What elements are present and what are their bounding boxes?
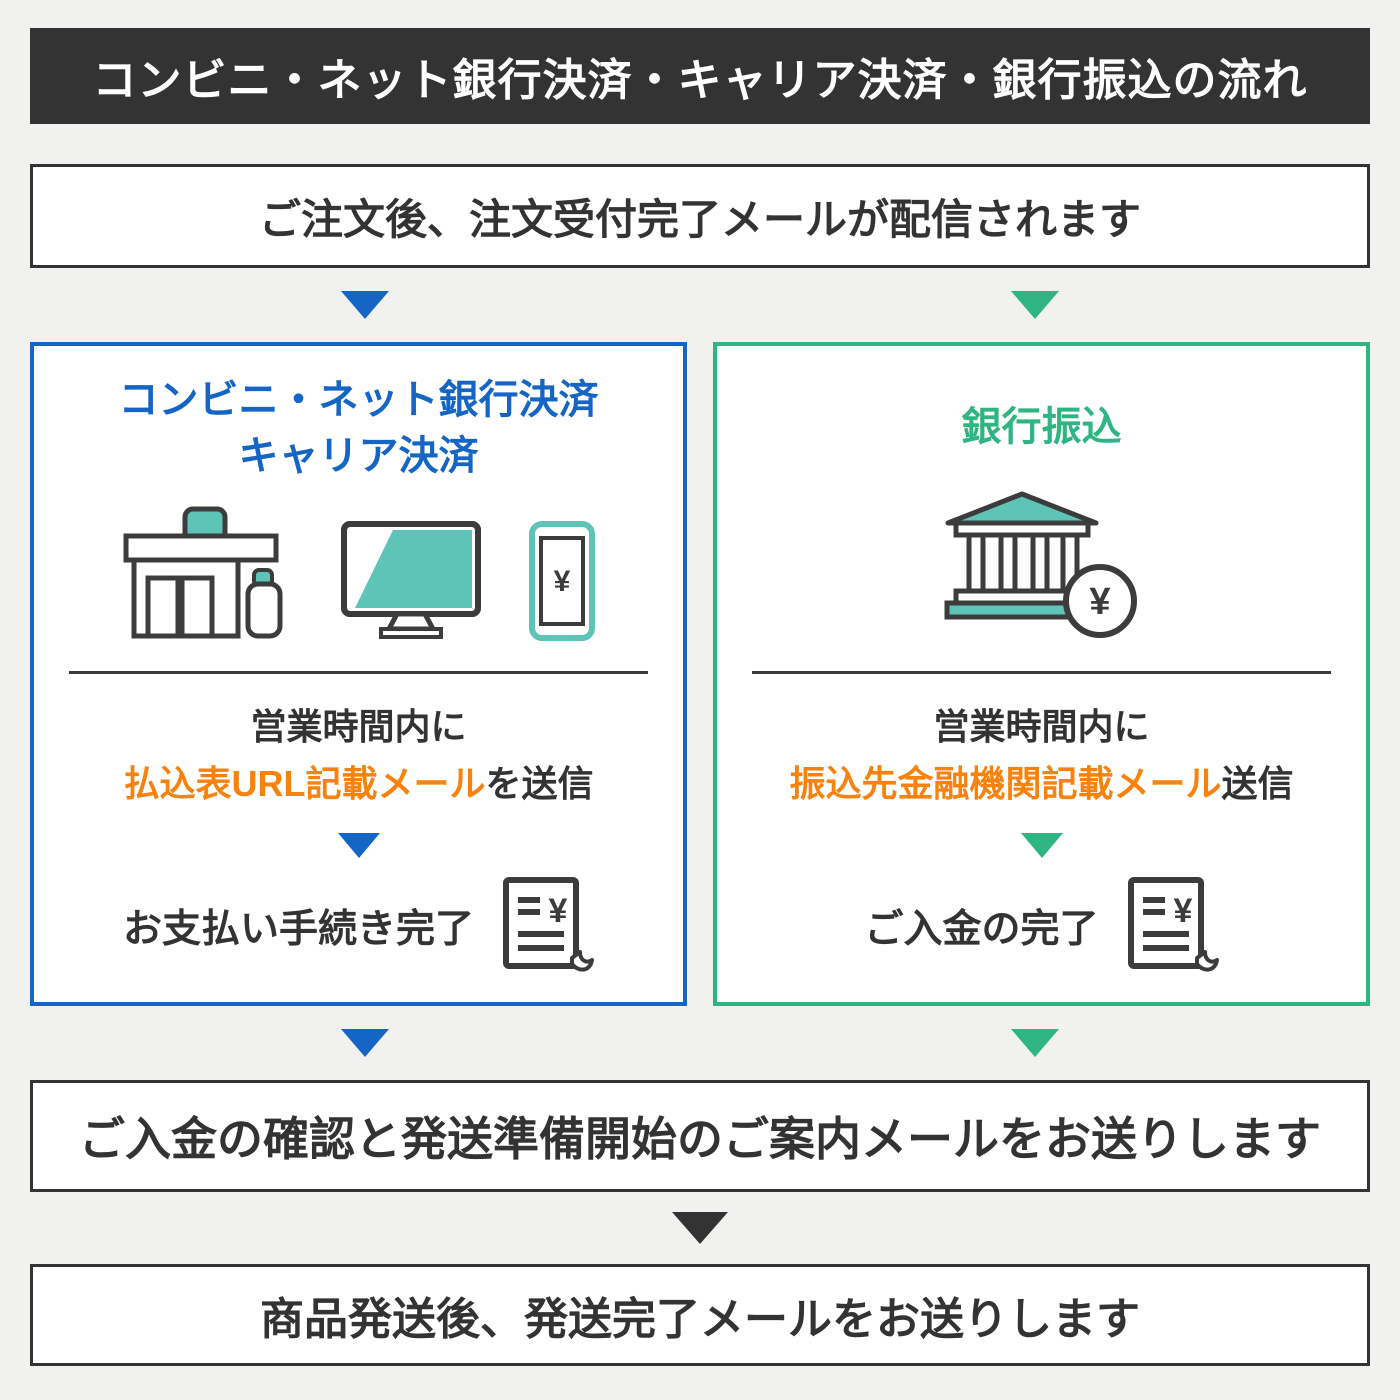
smartphone-yen-symbol: ¥: [553, 565, 570, 598]
left-mini-down-arrow-icon: [337, 833, 380, 858]
right-notice-suffix: 送信: [1221, 763, 1294, 805]
left-notice-line1: 営業時間内に: [250, 705, 467, 747]
step-payment-confirmed-box: ご入金の確認と発送準備開始のご案内メールをお送りします: [30, 1080, 1370, 1192]
left-notice-highlight: 払込表URL記載メール: [123, 763, 486, 805]
left-divider: [68, 670, 649, 674]
right-notice: 営業時間内に 振込先金融機関記載メール送信: [789, 698, 1293, 813]
right-notice-highlight: 振込先金融機関記載メール: [789, 763, 1222, 805]
step-order-received-text: ご注文後、注文受付完了メールが配信されます: [258, 195, 1141, 243]
right-divider: [751, 670, 1332, 674]
dark-down-arrow-icon: [672, 1212, 728, 1244]
smartphone-icon: ¥: [528, 520, 595, 641]
right-icon-area: ¥: [743, 489, 1340, 641]
right-notice-line1: 営業時間内に: [933, 705, 1150, 747]
right-done-text: ご入金の完了: [864, 908, 1099, 951]
bank-transfer-box: 銀行振込 ¥ 営業時間内に: [713, 342, 1370, 1006]
right-column-title: 銀行振込: [962, 366, 1122, 489]
payment-columns: コンビニ・ネット銀行決済 キャリア決済: [30, 342, 1370, 1006]
left-done-row: お支払い手続き完了 ¥: [123, 876, 594, 976]
blue-down-arrow-icon: [341, 291, 389, 319]
step-payment-confirmed-text: ご入金の確認と発送準備開始のご案内メールをお送りします: [79, 1113, 1321, 1165]
left-notice: 営業時間内に 払込表URL記載メールを送信: [123, 698, 593, 813]
receipt-yen-symbol: ¥: [1173, 892, 1192, 930]
left-icon-area: ¥: [60, 490, 657, 641]
green-down-arrow-icon: [1011, 291, 1059, 319]
left-column-title: コンビニ・ネット銀行決済 キャリア決済: [119, 366, 599, 490]
right-done-row: ご入金の完了 ¥: [864, 876, 1219, 976]
right-notice-line2: 振込先金融機関記載メール送信: [789, 755, 1293, 813]
receipt-icon: ¥: [1127, 877, 1219, 972]
left-notice-suffix: を送信: [485, 763, 594, 805]
arrow-to-final-step: [30, 1192, 1370, 1264]
convenience-store-icon: [123, 506, 282, 639]
arrows-from-columns: [30, 1006, 1370, 1080]
receipt-yen-symbol: ¥: [549, 892, 568, 930]
step-shipping-complete-box: 商品発送後、発送完了メールをお送りします: [30, 1264, 1370, 1366]
left-title-line2: キャリア決済: [238, 433, 479, 478]
bank-icon: ¥: [944, 491, 1137, 638]
arrows-to-columns: [30, 268, 1370, 342]
blue-down-arrow-icon: [341, 1029, 389, 1057]
green-down-arrow-icon: [1011, 1029, 1059, 1057]
right-mini-down-arrow-icon: [1020, 833, 1063, 858]
left-title-line1: コンビニ・ネット銀行決済: [118, 377, 599, 422]
left-notice-line2: 払込表URL記載メールを送信: [123, 755, 593, 813]
receipt-icon: ¥: [503, 877, 594, 972]
left-done-text: お支払い手続き完了: [122, 908, 474, 951]
diagram-title-bar: コンビニ・ネット銀行決済・キャリア決済・銀行振込の流れ: [30, 28, 1370, 124]
convenience-netbank-carrier-box: コンビニ・ネット銀行決済 キャリア決済: [30, 342, 687, 1006]
diagram-title: コンビニ・ネット銀行決済・キャリア決済・銀行振込の流れ: [92, 56, 1308, 105]
step-order-received-box: ご注文後、注文受付完了メールが配信されます: [30, 164, 1370, 268]
computer-icon: [340, 520, 481, 639]
step-shipping-complete-text: 商品発送後、発送完了メールをお送りします: [260, 1295, 1140, 1344]
bank-yen-symbol: ¥: [1089, 581, 1110, 623]
right-title-text: 銀行振込: [961, 405, 1122, 450]
